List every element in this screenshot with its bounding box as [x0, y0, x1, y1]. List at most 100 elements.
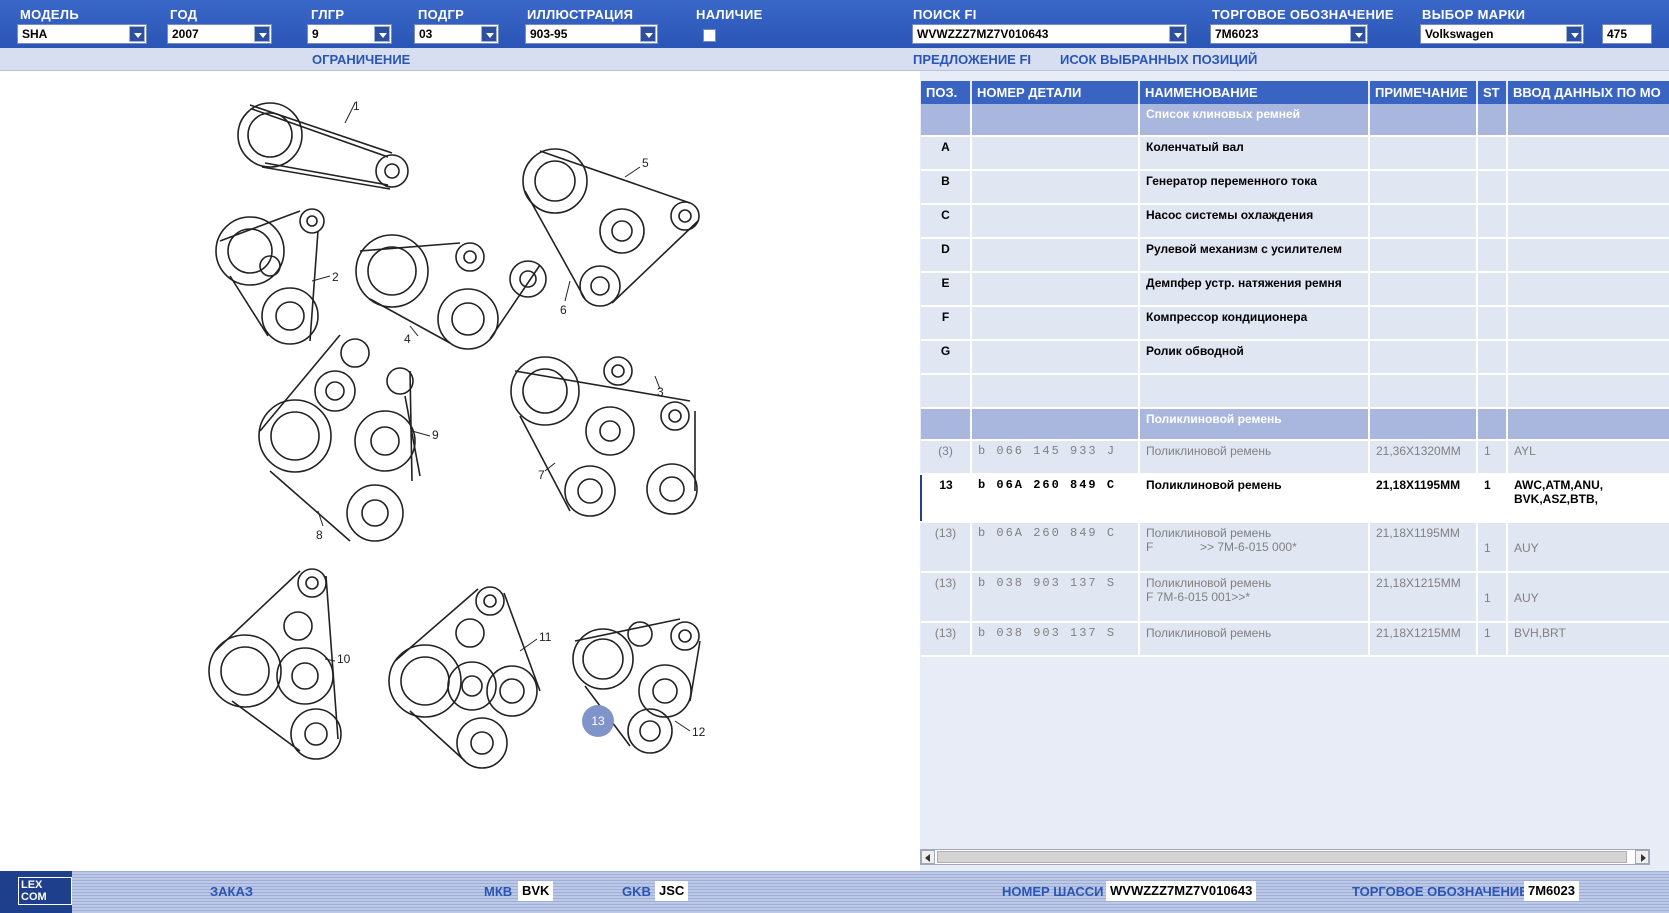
callout-11: 11: [539, 630, 552, 644]
row-pos: (13): [921, 622, 972, 657]
fi-offer-link[interactable]: ПРЕДЛОЖЕНИЕ FI: [913, 52, 1031, 67]
row-st: 1: [1477, 572, 1508, 623]
belt-layout-4: [355, 234, 547, 350]
col-note-header[interactable]: ПРИМЕЧАНИЕ: [1369, 81, 1478, 104]
chevron-down-icon[interactable]: [1566, 26, 1582, 42]
row-note: 21,18X1195MM: [1369, 473, 1478, 523]
legend-pos: A: [921, 136, 972, 171]
belt-layout-8: [258, 334, 421, 542]
mkb-value: BVK: [518, 881, 554, 901]
legend-pos: E: [921, 272, 972, 307]
legend-name: Рулевой механизм с усилителем: [1139, 238, 1370, 273]
chevron-down-icon[interactable]: [1169, 26, 1185, 42]
col-input-header[interactable]: ВВОД ДАННЫХ ПО МО: [1507, 81, 1669, 104]
parts-table-panel: ПОЗ. НОМЕР ДЕТАЛИ НАИМЕНОВАНИЕ ПРИМЕЧАНИ…: [920, 71, 1669, 871]
col-pos-header[interactable]: ПОЗ.: [921, 81, 972, 104]
row-st: 1: [1477, 473, 1508, 523]
trade-designation-label: ТОРГОВОЕ ОБОЗНАЧЕНИЕ: [1212, 7, 1394, 22]
illustration-select[interactable]: 903-95: [525, 24, 658, 44]
chevron-down-icon[interactable]: [129, 26, 145, 42]
row-note: 21,18X1215MM: [1369, 622, 1478, 657]
row-note: 21,36X1320MM: [1369, 440, 1478, 475]
row-part-number: b 06A 260 849 C: [971, 522, 1140, 573]
logo-text: LEX COM: [18, 877, 72, 905]
belt-layout-12: [572, 618, 701, 754]
scroll-left-icon[interactable]: [921, 850, 935, 864]
trade-value: 7M6023: [1524, 881, 1579, 901]
legend-pos: D: [921, 238, 972, 273]
col-st-header[interactable]: ST: [1477, 81, 1508, 104]
chevron-down-icon[interactable]: [374, 26, 390, 42]
callout-1: 1: [353, 99, 360, 113]
table-row[interactable]: C Насос системы охлаждения: [921, 204, 1669, 239]
row-input: AYL: [1507, 440, 1669, 475]
row-input-line-2: BVK,ASZ,BTB,: [1514, 492, 1598, 506]
model-select[interactable]: SHA: [17, 24, 147, 44]
group-title: Поликлиновой ремень: [1139, 408, 1370, 441]
podgr-select[interactable]: 03: [414, 24, 499, 44]
order-button[interactable]: ЗАКАЗ: [210, 884, 253, 899]
table-row[interactable]: (13) b 06A 260 849 C Поликлиновой ремень…: [921, 522, 1669, 573]
row-st: 1: [1477, 522, 1508, 573]
selected-list-link[interactable]: ИСОК ВЫБРАННЫХ ПОЗИЦИЙ: [1060, 52, 1258, 67]
table-row[interactable]: D Рулевой механизм с усилителем: [921, 238, 1669, 273]
legend-name: Генератор переменного тока: [1139, 170, 1370, 205]
glgr-select[interactable]: 9: [307, 24, 392, 44]
group-row-ribbed-belt: Поликлиновой ремень: [921, 408, 1669, 441]
availability-checkbox[interactable]: [703, 29, 716, 42]
sub-toolbar: ОГРАНИЧЕНИЕ ПРЕДЛОЖЕНИЕ FI ИСОК ВЫБРАННЫ…: [0, 48, 1669, 71]
parts-table: ПОЗ. НОМЕР ДЕТАЛИ НАИМЕНОВАНИЕ ПРИМЕЧАНИ…: [920, 81, 1669, 657]
chevron-down-icon[interactable]: [1350, 26, 1366, 42]
legend-name: Коленчатый вал: [1139, 136, 1370, 171]
callout-3: 3: [657, 385, 664, 399]
table-row[interactable]: B Генератор переменного тока: [921, 170, 1669, 205]
callout-10: 10: [337, 652, 351, 666]
table-row[interactable]: [921, 374, 1669, 409]
mkb-label: МКВ: [484, 884, 513, 899]
row-part-number: b 038 903 137 S: [971, 572, 1140, 623]
brand-select[interactable]: Volkswagen: [1420, 24, 1584, 44]
belt-layout-11: [388, 586, 541, 769]
scroll-right-icon[interactable]: [1635, 850, 1649, 864]
table-row[interactable]: A Коленчатый вал: [921, 136, 1669, 171]
gkb-label: GKB: [622, 884, 651, 899]
callout-6: 6: [560, 303, 567, 317]
status-bar: LEX COM ЗАКАЗ МКВ BVK GKB JSC НОМЕР ШАСС…: [0, 871, 1669, 913]
row-name: Поликлиновой ремень F >> 7M-6-015 000*: [1139, 522, 1370, 573]
chevron-down-icon[interactable]: [481, 26, 497, 42]
col-part-header[interactable]: НОМЕР ДЕТАЛИ: [971, 81, 1140, 104]
belt-layout-1: [237, 102, 409, 190]
col-name-header[interactable]: НАИМЕНОВАНИЕ: [1139, 81, 1370, 104]
legend-name: Насос системы охлаждения: [1139, 204, 1370, 239]
scroll-thumb[interactable]: [937, 851, 1627, 863]
table-row[interactable]: (13) b 038 903 137 S Поликлиновой ремень…: [921, 572, 1669, 623]
row-name: Поликлиновой ремень: [1139, 440, 1370, 475]
group-title: Список клиновых ремней: [1139, 104, 1370, 137]
table-row[interactable]: G Ролик обводной: [921, 340, 1669, 375]
table-row[interactable]: F Компрессор кондиционера: [921, 306, 1669, 341]
chevron-down-icon[interactable]: [640, 26, 656, 42]
legend-pos: C: [921, 204, 972, 239]
restriction-link[interactable]: ОГРАНИЧЕНИЕ: [312, 52, 411, 67]
table-row-selected[interactable]: 13 b 06A 260 849 C Поликлиновой ремень 2…: [920, 473, 1669, 523]
table-row[interactable]: E Демпфер устр. натяжения ремня: [921, 272, 1669, 307]
glgr-label: ГЛГР: [311, 7, 345, 22]
parts-illustration: 1 2 3 4 5 6 7 8 9 10 11 12 13: [0, 71, 920, 871]
search-fi-select[interactable]: WVWZZZ7MZ7V010643: [912, 24, 1187, 44]
callout-4: 4: [404, 332, 411, 346]
row-name: Поликлиновой ремень: [1139, 473, 1370, 523]
brand-extra-field[interactable]: 475: [1602, 24, 1652, 44]
legend-name: Компрессор кондиционера: [1139, 306, 1370, 341]
table-row[interactable]: (3) b 066 145 933 J Поликлиновой ремень …: [921, 440, 1669, 475]
year-select[interactable]: 2007: [167, 24, 272, 44]
chevron-down-icon[interactable]: [254, 26, 270, 42]
legend-name: Ролик обводной: [1139, 340, 1370, 375]
horizontal-scrollbar[interactable]: [920, 849, 1650, 865]
row-pos: (13): [921, 572, 972, 623]
row-input-line-1: AWC,ATM,ANU,: [1514, 478, 1604, 492]
row-input: AWC,ATM,ANU, BVK,ASZ,BTB,: [1507, 473, 1669, 523]
trade-designation-select[interactable]: 7M6023: [1210, 24, 1368, 44]
position-13-badge[interactable]: 13: [582, 705, 614, 737]
table-row[interactable]: (13) b 038 903 137 S Поликлиновой ремень…: [921, 622, 1669, 657]
